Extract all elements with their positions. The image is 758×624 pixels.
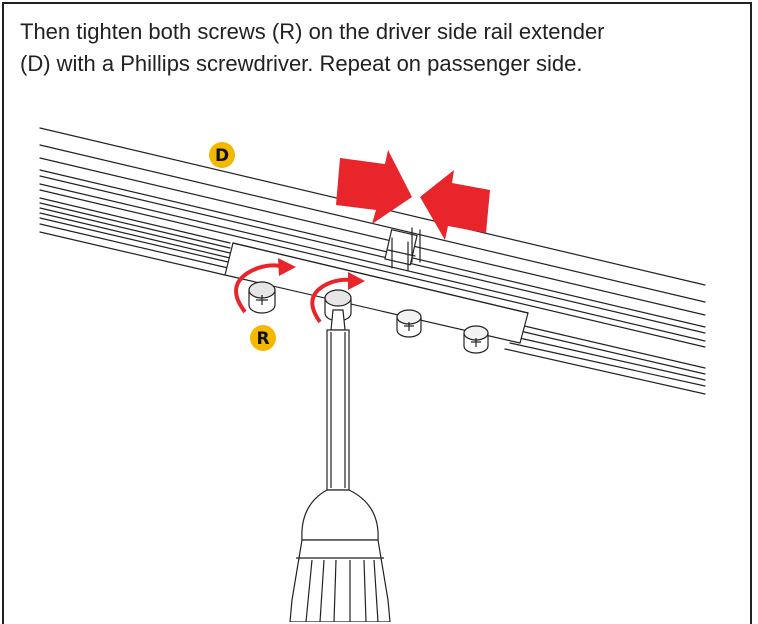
red-clockwise-rotation-arrows-icon	[234, 263, 351, 324]
phillips-screwdriver	[289, 309, 391, 622]
rail-extender-plate	[224, 242, 529, 344]
red-push-arrows-icon	[336, 150, 490, 240]
instruction-text: Then tighten both screws (R) on the driv…	[20, 16, 740, 80]
screw-3	[396, 309, 422, 338]
callout-d: D	[209, 142, 235, 168]
instruction-line-1: Then tighten both screws (R) on the driv…	[20, 19, 605, 44]
roof-rail	[39, 127, 706, 395]
callout-r-label: R	[256, 329, 269, 349]
callout-d-label: D	[215, 146, 229, 166]
instruction-line-2: (D) with a Phillips screwdriver. Repeat …	[20, 51, 583, 76]
callout-r: R	[250, 325, 276, 351]
screw-r-1	[248, 281, 276, 314]
screws	[248, 281, 489, 354]
screw-4	[463, 325, 489, 354]
rail-connector-clip	[384, 227, 421, 271]
